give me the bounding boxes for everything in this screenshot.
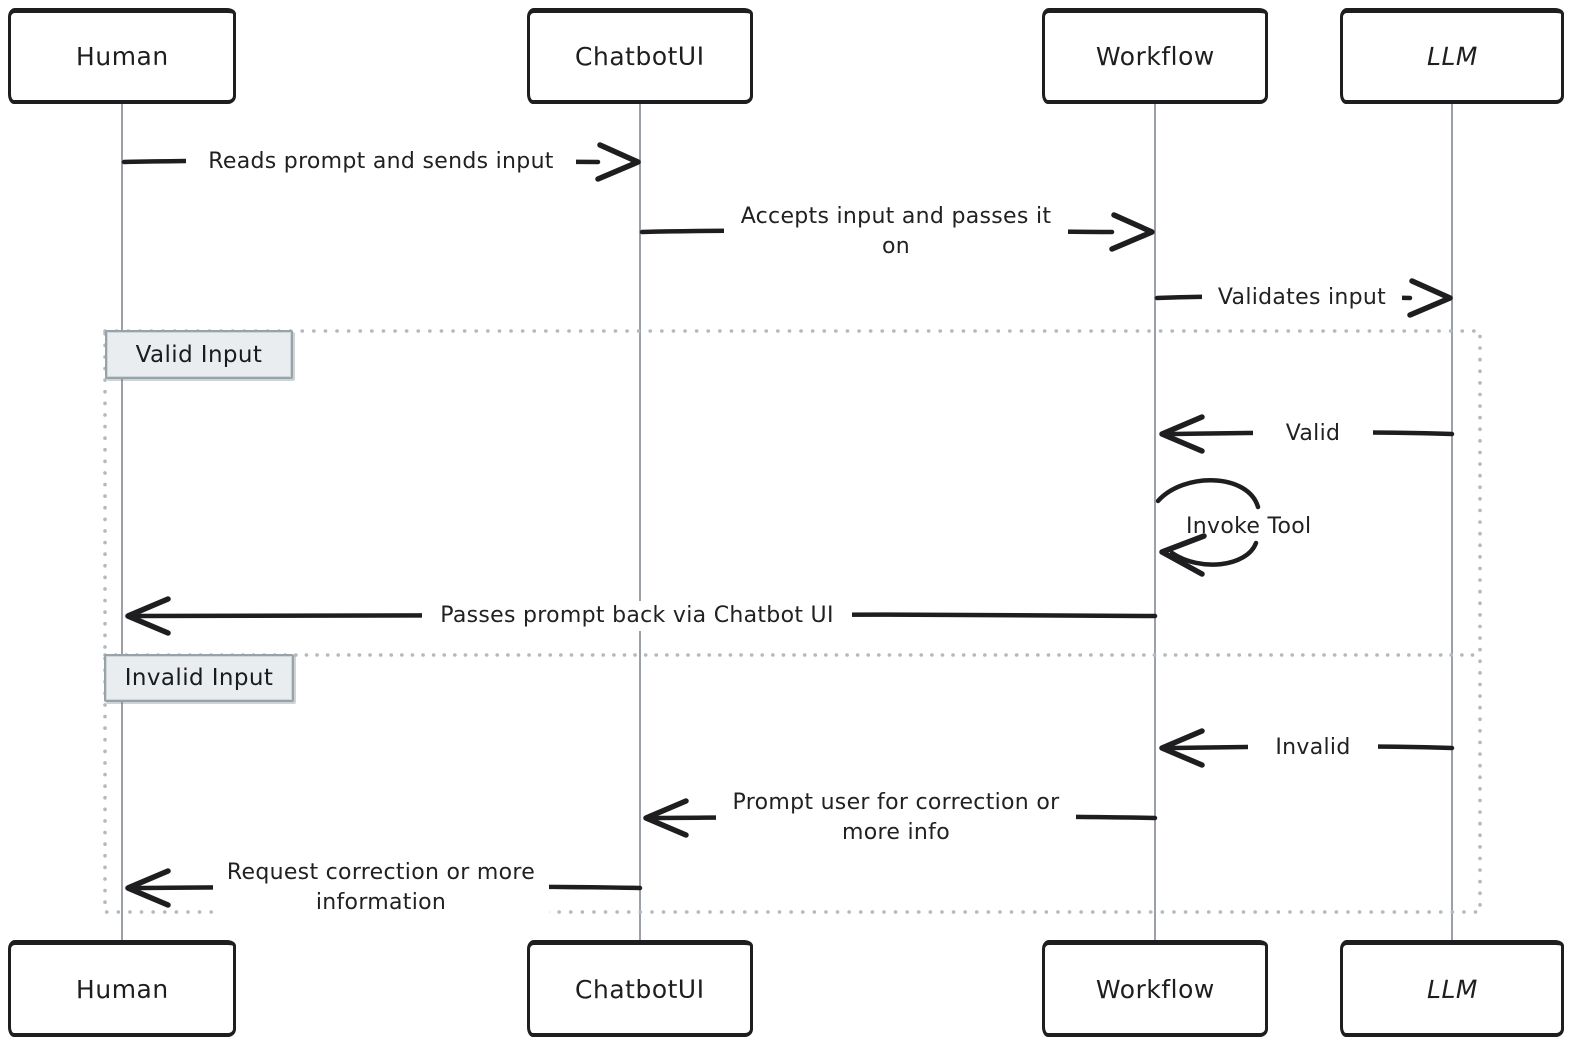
- lifelines: [121, 104, 1453, 940]
- actor-top-workflow: Workflow: [1042, 8, 1268, 104]
- message-label-prompt-user: Prompt user for correction or more info: [716, 788, 1076, 848]
- arrowhead-left-icon: [1159, 728, 1205, 768]
- actor-top-chatbotui: ChatbotUI: [527, 8, 753, 104]
- arrowhead-left-icon: [125, 868, 171, 908]
- arrow-invoke-tool-selfloop: [1155, 478, 1261, 577]
- actor-label: ChatbotUI: [575, 41, 705, 72]
- actor-label: LLM: [1426, 41, 1478, 72]
- arrowhead-left-icon: [125, 596, 171, 636]
- actor-label: LLM: [1426, 974, 1478, 1004]
- actor-label: ChatbotUI: [575, 974, 705, 1004]
- actor-bottom-workflow: Workflow: [1042, 940, 1268, 1037]
- actor-top-llm: LLM: [1340, 8, 1564, 104]
- message-label-reads-prompt: Reads prompt and sends input: [186, 147, 576, 177]
- message-label-accepts-input: Accepts input and passes it on: [724, 202, 1068, 262]
- arrowhead-left-icon: [643, 798, 689, 838]
- arrowhead-right-icon: [1407, 278, 1453, 318]
- actor-label: Workflow: [1095, 41, 1215, 72]
- message-label-passes-prompt-back: Passes prompt back via Chatbot UI: [422, 601, 852, 631]
- section-label-text: Valid Input: [135, 341, 263, 368]
- alt-frame-border: [103, 329, 1482, 914]
- actor-label: Human: [75, 974, 169, 1004]
- arrowhead-left-icon: [1159, 533, 1207, 577]
- message-label-request-correction: Request correction or more information: [213, 858, 549, 918]
- actor-bottom-human: Human: [8, 940, 236, 1037]
- message-label-validates-input: Validates input: [1202, 283, 1402, 313]
- actor-bottom-chatbotui: ChatbotUI: [527, 940, 753, 1037]
- actor-label: Workflow: [1095, 974, 1215, 1004]
- arrowhead-right-icon: [1109, 212, 1155, 252]
- alt-frame: [103, 329, 1482, 914]
- message-label-invalid: Invalid: [1248, 733, 1378, 763]
- arrowhead-right-icon: [595, 142, 641, 182]
- actor-label: Human: [75, 41, 169, 72]
- message-label-valid: Valid: [1253, 419, 1373, 449]
- alt-section-label-valid-input: Valid Input: [105, 330, 293, 379]
- section-label-text: Invalid Input: [124, 665, 274, 691]
- actor-bottom-llm: LLM: [1340, 940, 1564, 1037]
- arrowhead-left-icon: [1159, 414, 1205, 454]
- message-label-invoke-tool: Invoke Tool: [1186, 514, 1312, 539]
- alt-section-label-invalid-input: Invalid Input: [104, 654, 294, 702]
- actor-top-human: Human: [8, 8, 236, 104]
